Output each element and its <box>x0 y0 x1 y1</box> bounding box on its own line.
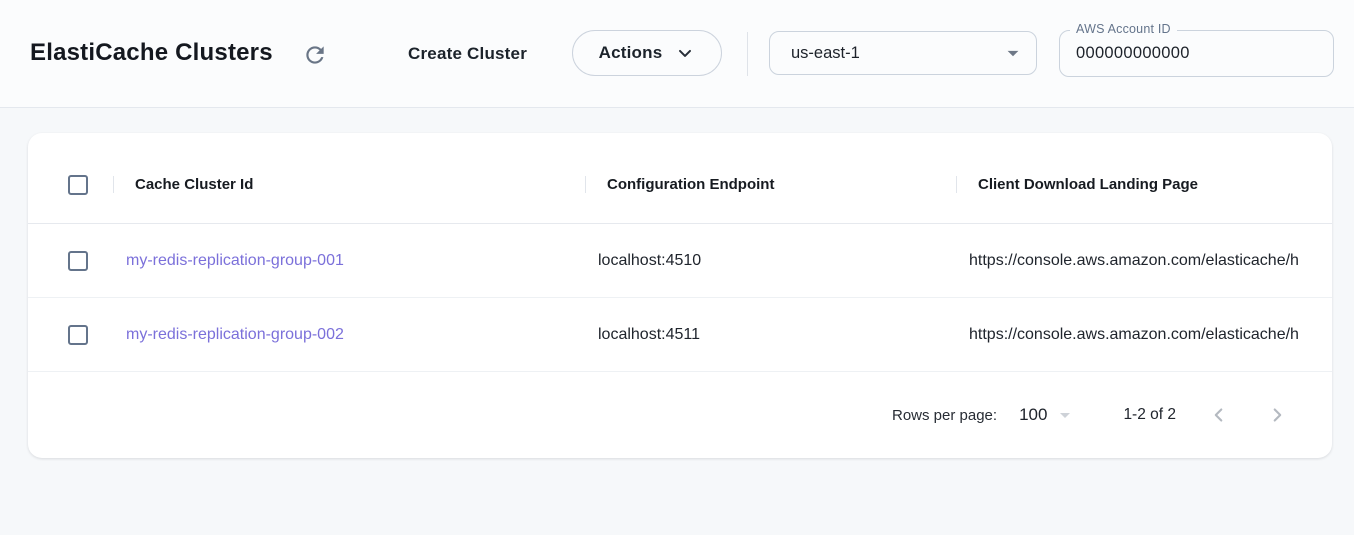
row-select-cell <box>28 250 113 271</box>
row-select-cell <box>28 324 113 345</box>
cache-cluster-id-link[interactable]: my-redis-replication-group-001 <box>126 251 344 269</box>
page-title: ElastiCache Clusters <box>30 39 273 66</box>
refresh-button[interactable] <box>298 38 332 72</box>
page-header: ElastiCache Clusters Create Cluster Acti… <box>0 0 1354 108</box>
configuration-endpoint-cell: localhost:4511 <box>598 325 700 343</box>
select-caret-icon <box>1053 403 1077 427</box>
column-header-configuration-endpoint[interactable]: Configuration Endpoint <box>585 176 956 193</box>
chevron-down-icon <box>675 43 695 63</box>
row-checkbox[interactable] <box>68 250 88 271</box>
select-all-cell <box>28 174 113 195</box>
refresh-icon <box>302 42 328 68</box>
client-download-landing-page-cell: https://console.aws.amazon.com/elasticac… <box>969 251 1299 269</box>
chevron-right-icon <box>1266 404 1288 426</box>
column-header-client-download-landing-page[interactable]: Client Download Landing Page <box>956 176 1332 193</box>
create-cluster-button[interactable]: Create Cluster <box>396 34 539 74</box>
pagination-range-label: 1-2 of 2 <box>1123 406 1176 423</box>
region-select[interactable]: us-east-1 <box>769 31 1037 75</box>
actions-button[interactable]: Actions <box>572 30 722 76</box>
client-download-landing-page-cell: https://console.aws.amazon.com/elasticac… <box>969 325 1299 343</box>
region-select-value: us-east-1 <box>791 43 860 62</box>
rows-per-page-select[interactable]: 100 <box>1019 403 1077 427</box>
chevron-left-icon <box>1208 404 1230 426</box>
next-page-button[interactable] <box>1262 400 1292 430</box>
dropdown-caret-icon <box>1000 40 1026 66</box>
cache-cluster-id-link[interactable]: my-redis-replication-group-002 <box>126 325 344 343</box>
table-row: my-redis-replication-group-002 localhost… <box>28 298 1332 372</box>
column-header-cache-cluster-id[interactable]: Cache Cluster Id <box>113 176 585 193</box>
table-row: my-redis-replication-group-001 localhost… <box>28 224 1332 298</box>
rows-per-page-label: Rows per page: <box>892 406 998 424</box>
configuration-endpoint-cell: localhost:4510 <box>598 251 702 269</box>
aws-account-id-input[interactable] <box>1060 31 1333 76</box>
clusters-table-card: Cache Cluster Id Configuration Endpoint … <box>28 133 1332 458</box>
table-pagination: Rows per page: 100 1-2 of 2 <box>28 372 1332 458</box>
table-header-row: Cache Cluster Id Configuration Endpoint … <box>28 133 1332 224</box>
select-all-checkbox[interactable] <box>68 174 88 195</box>
row-checkbox[interactable] <box>68 324 88 345</box>
aws-account-id-field: AWS Account ID <box>1059 22 1334 77</box>
previous-page-button[interactable] <box>1204 400 1234 430</box>
actions-button-label: Actions <box>598 43 663 62</box>
toolbar-divider <box>747 32 748 76</box>
rows-per-page-value: 100 <box>1019 405 1048 424</box>
aws-account-id-label: AWS Account ID <box>1070 22 1177 36</box>
